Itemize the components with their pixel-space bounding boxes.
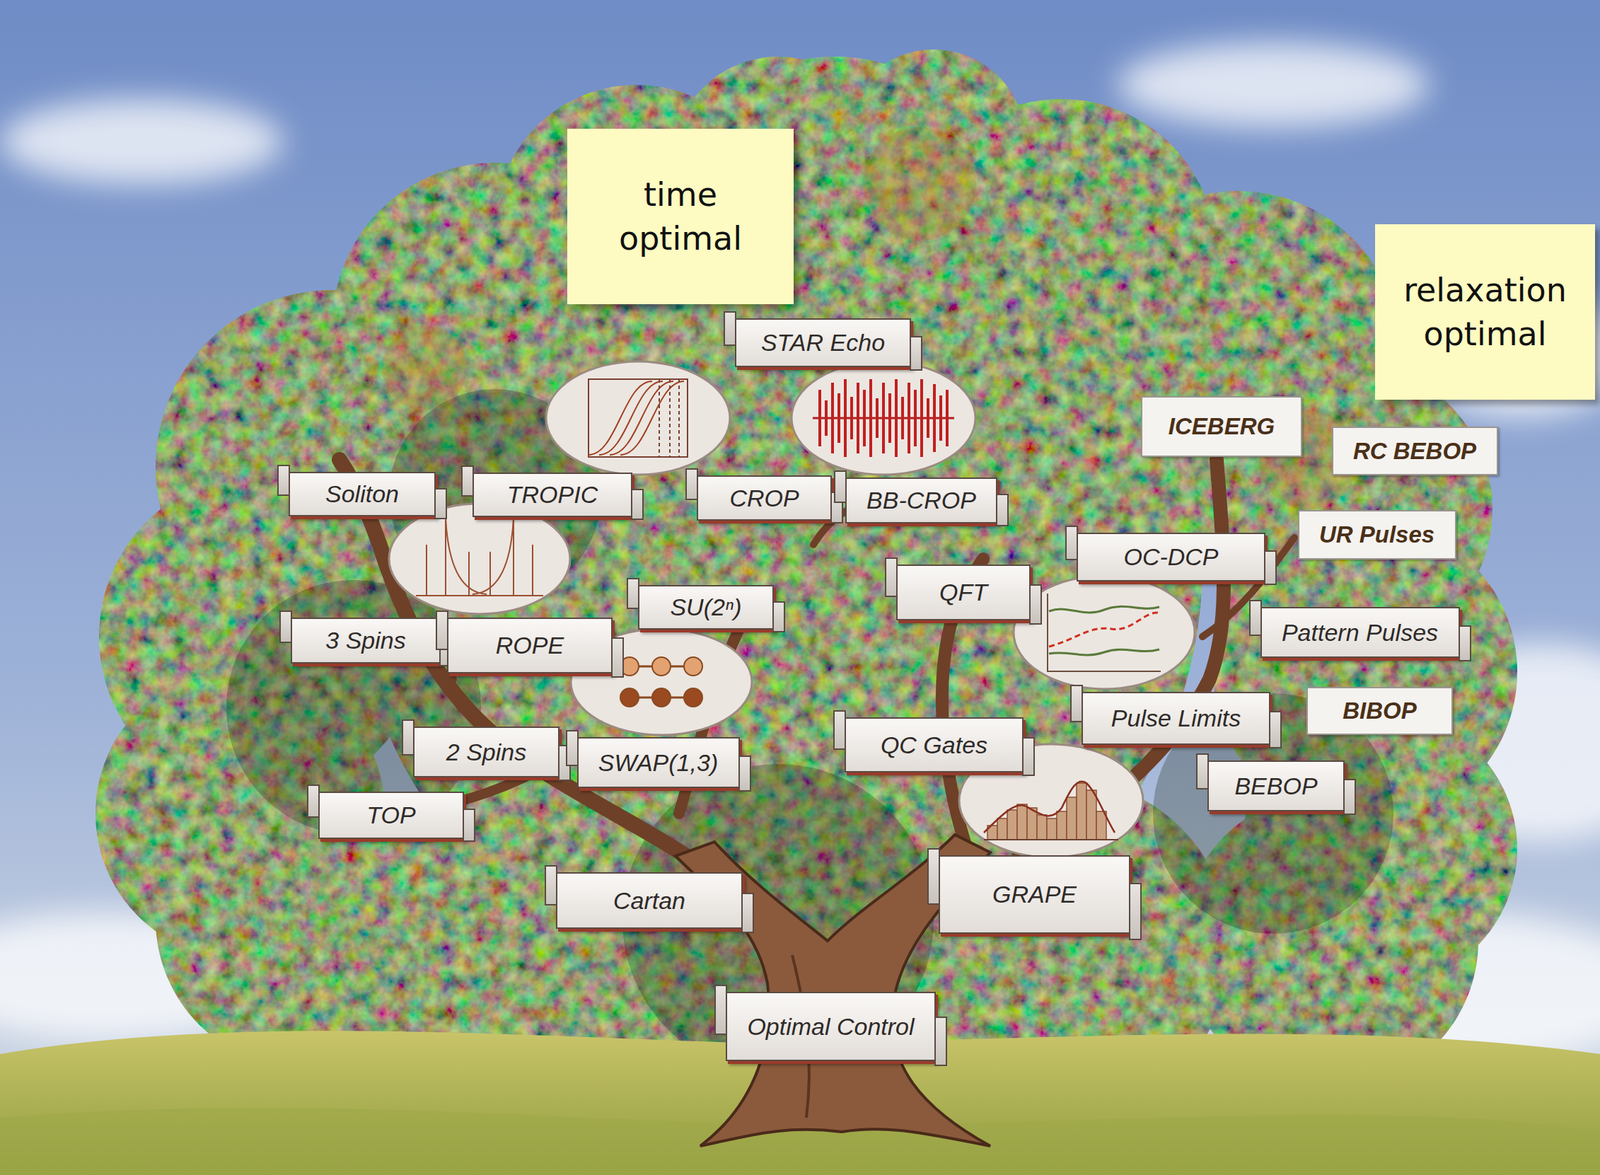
banner-label: BB-CROP [845, 477, 998, 524]
banner-label: Soliton [288, 471, 436, 517]
scroll-end [544, 865, 558, 906]
scroll-end [1249, 599, 1262, 636]
scroll-end [884, 557, 898, 597]
scroll-end [1458, 625, 1472, 662]
banner-label: Pattern Pulses [1260, 606, 1460, 658]
sticky-note: relaxation optimal [1375, 224, 1596, 400]
label-text: QFT [939, 578, 988, 607]
banner-label: 3 Spins [290, 617, 441, 664]
banner-label: QFT [896, 564, 1031, 621]
scroll-end [1070, 684, 1083, 723]
scroll-end [630, 488, 644, 520]
label-text: Optimal Control [746, 1012, 914, 1041]
scroll-end [833, 710, 846, 750]
scroll-end [1343, 778, 1356, 815]
scroll-end [772, 601, 786, 633]
plain-label: RC BEBOP [1331, 426, 1499, 476]
scroll-end [1065, 525, 1078, 561]
label-text: Cartan [613, 887, 686, 915]
scroll-end [934, 1016, 948, 1067]
banner-label: 2 Spins [413, 726, 560, 778]
label-text: Soliton [325, 480, 399, 508]
banner-label: SWAP(1,3) [577, 737, 740, 788]
scroll-end [1128, 882, 1142, 940]
label-text: GRAPE [992, 880, 1077, 909]
banner-label: STAR Echo [734, 318, 912, 368]
banner-label: TROPIC [472, 472, 633, 518]
scroll-end [1268, 710, 1282, 749]
label-text: SU(2ⁿ) [669, 593, 742, 622]
label-text: ROPE [495, 631, 564, 660]
scroll-end [626, 577, 640, 610]
sticky-note: time optimal [567, 128, 794, 305]
scroll-end [1264, 550, 1277, 585]
scroll-end [1196, 753, 1209, 790]
label-text: Pulse Limits [1111, 704, 1241, 733]
banner-label: QC Gates [844, 717, 1024, 773]
banner-label: CROP [696, 475, 832, 521]
label-text: BIBOP [1342, 697, 1417, 725]
label-text: BB-CROP [866, 486, 977, 515]
label-text: SWAP(1,3) [598, 749, 718, 777]
label-text: ICEBERG [1168, 413, 1275, 440]
label-text: QC Gates [880, 731, 988, 759]
label-text: 3 Spins [325, 626, 406, 655]
scroll-end [909, 335, 923, 371]
label-text: OC-DCP [1123, 543, 1219, 571]
banner-label: Optimal Control [725, 991, 936, 1062]
plain-label: ICEBERG [1140, 396, 1303, 457]
banner-label: SU(2ⁿ) [638, 584, 774, 630]
scroll-end [1029, 584, 1042, 624]
label-text: UR Pulses [1319, 521, 1435, 549]
scroll-end [461, 465, 474, 497]
banner-label: Cartan [555, 872, 743, 929]
scroll-end [279, 610, 293, 643]
scroll-end [738, 755, 752, 792]
scroll-end [462, 808, 476, 842]
scroll-end [685, 468, 699, 501]
scroll-end [565, 729, 579, 767]
plain-label: UR Pulses [1297, 509, 1457, 560]
scroll-end [434, 488, 448, 520]
scroll-end [723, 311, 737, 346]
label-text: Pattern Pulses [1281, 618, 1439, 647]
scroll-end [306, 784, 320, 818]
label-text: STAR Echo [761, 328, 885, 357]
plain-label: BIBOP [1306, 686, 1453, 735]
label-text: CROP [729, 484, 799, 513]
note-text: time optimal [618, 172, 742, 261]
label-text: TROPIC [507, 480, 598, 509]
scroll-end [833, 470, 847, 503]
scroll-end [435, 610, 449, 651]
label-text: TOP [366, 801, 416, 830]
scroll-end [927, 848, 941, 905]
scroll-end [995, 493, 1009, 527]
scroll-end [401, 719, 415, 756]
banner-label: Pulse Limits [1081, 691, 1271, 745]
scroll-end [611, 637, 624, 677]
scroll-end [714, 984, 728, 1035]
banner-label: GRAPE [938, 855, 1131, 934]
label-text: RC BEBOP [1353, 437, 1477, 465]
banner-label: OC-DCP [1076, 532, 1266, 582]
banner-label: ROPE [447, 617, 613, 674]
scroll-end [741, 892, 755, 933]
label-text: 2 Spins [446, 738, 527, 767]
banner-label: BEBOP [1207, 760, 1345, 812]
scroll-end [1022, 737, 1035, 777]
banner-label: TOP [318, 791, 465, 839]
label-text: BEBOP [1234, 772, 1318, 800]
note-text: relaxation optimal [1403, 268, 1567, 356]
scroll-end [277, 464, 291, 496]
